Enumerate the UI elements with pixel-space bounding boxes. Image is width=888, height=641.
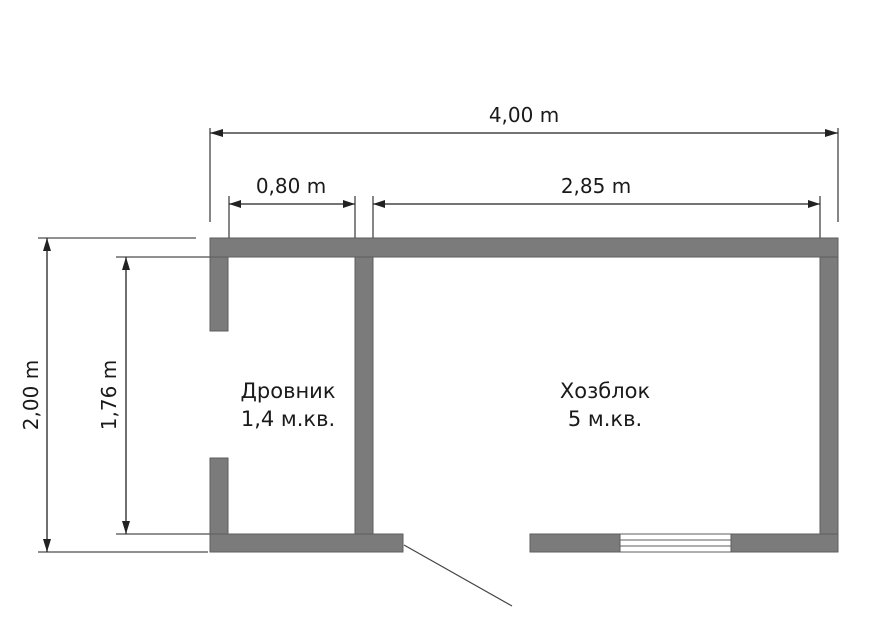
arrow-left (229, 200, 241, 208)
arrow-left (373, 200, 385, 208)
label-inner-height: 1,76 m (97, 360, 121, 430)
walls (209, 237, 839, 553)
arrow-left (210, 129, 223, 137)
room-woodshed: Дровник 1,4 м.кв. (240, 379, 335, 431)
arrow-bottom (43, 539, 51, 552)
door-swing-line (403, 544, 513, 607)
dimension-inner-height: 1,76 m (97, 256, 212, 535)
arrow-right (808, 200, 820, 208)
arrow-top (122, 257, 130, 270)
arrow-top (43, 238, 51, 251)
room-utility-name: Хозблок (560, 379, 650, 403)
room-woodshed-area: 1,4 м.кв. (241, 407, 335, 431)
window (619, 533, 732, 553)
arrow-right (343, 200, 355, 208)
dimension-total-width: 4,00 m (209, 103, 839, 222)
label-shed-width: 2,85 m (561, 174, 631, 198)
arrow-right (825, 129, 838, 137)
wall-left-upper (209, 256, 229, 332)
wall-bottom-left (209, 533, 404, 553)
arrow-bottom (122, 521, 130, 534)
room-utility: Хозблок 5 м.кв. (560, 379, 650, 431)
wall-partition (354, 256, 374, 535)
label-total-height: 2,00 m (19, 360, 43, 430)
room-utility-area: 5 м.кв. (568, 407, 642, 431)
wall-top (209, 237, 839, 258)
dimension-total-height: 2,00 m (19, 237, 208, 553)
room-woodshed-name: Дровник (240, 379, 335, 403)
label-total-width: 4,00 m (489, 103, 559, 127)
window-frame (619, 533, 732, 553)
dimension-woodshed-width: 0,80 m (228, 174, 356, 242)
dimension-shed-width: 2,85 m (372, 174, 821, 242)
wall-right (819, 256, 839, 553)
label-woodshed-width: 0,80 m (256, 174, 326, 198)
